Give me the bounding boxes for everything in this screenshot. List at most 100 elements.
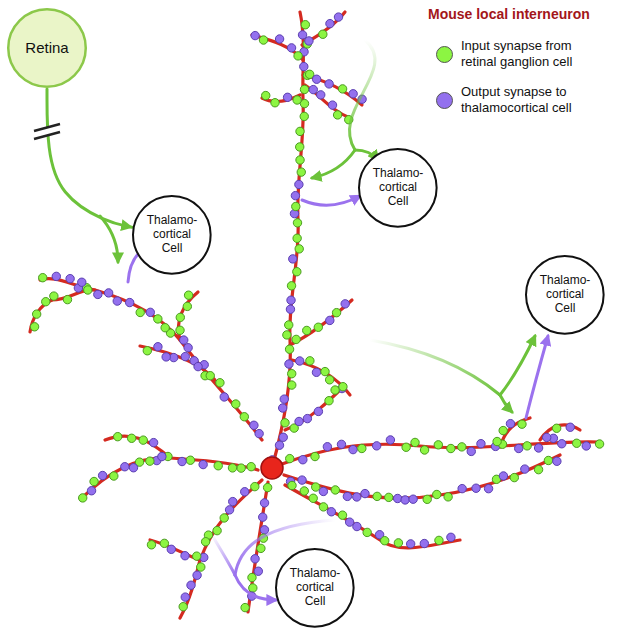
synapse-dot	[84, 286, 92, 294]
dendrite	[52, 290, 262, 440]
synapse-dot	[420, 539, 428, 547]
synapse-dot	[193, 552, 201, 560]
synapse-dot	[385, 493, 393, 501]
synapse-dot	[295, 245, 303, 253]
circle-shape	[276, 549, 354, 627]
synapse-dot	[506, 419, 514, 427]
synapse-dot	[94, 290, 102, 298]
legend: Input synapse from retinal ganglion cell…	[436, 38, 601, 130]
circle-shape	[8, 9, 86, 87]
synapse-dot	[312, 75, 320, 83]
break-mark	[34, 124, 60, 131]
synapse-dot	[251, 555, 259, 563]
synapse-dot	[334, 13, 342, 21]
synapse-dot	[323, 443, 331, 451]
synapse-dot	[288, 381, 296, 389]
synapse-dot	[283, 331, 291, 339]
synapse-dot	[325, 397, 333, 405]
input-arrow	[500, 395, 512, 412]
synapse-dot	[386, 436, 394, 444]
synapse-dot	[326, 19, 334, 27]
synapse-dot	[420, 446, 428, 454]
synapse-dot	[146, 308, 154, 316]
synapse-dot	[288, 481, 296, 489]
synapse-dot	[176, 326, 184, 334]
synapse-dot	[149, 438, 157, 446]
legend-swatch	[436, 46, 453, 63]
node-text-block: Thalamo-cortical Cell	[287, 567, 343, 608]
synapse-dot	[305, 37, 313, 45]
synapse-dot	[114, 432, 122, 440]
synapse-dots	[30, 13, 603, 612]
synapse-dot	[216, 379, 224, 387]
synapse-dot	[328, 101, 336, 109]
synapse-dot	[251, 482, 259, 490]
dendrite	[290, 300, 352, 345]
synapse-dot	[296, 127, 304, 135]
synapse-dot	[260, 526, 268, 534]
source-circle: Retina	[7, 8, 87, 88]
synapse-dot	[544, 456, 552, 464]
synapse-dot	[499, 426, 507, 434]
synapse-dot	[534, 444, 542, 452]
synapse-dot	[353, 522, 361, 530]
synapse-dot	[406, 540, 414, 548]
synapse-dot	[254, 567, 262, 575]
synapse-dot	[312, 368, 320, 376]
input-fade-line	[349, 40, 375, 150]
synapse-dot	[309, 85, 317, 93]
node-text-block: Thalamo-cortical Cell	[537, 274, 593, 315]
circle-shape	[133, 196, 211, 274]
synapse-dot	[326, 316, 334, 324]
cell-circle: Thalamo-cortical Cell	[275, 548, 355, 628]
synapse-dot	[161, 324, 169, 332]
synapse-dot	[493, 437, 501, 445]
synapse-dot	[79, 494, 87, 502]
synapse-dot	[393, 494, 401, 502]
synapse-dot	[572, 439, 580, 447]
output-arrow	[302, 196, 360, 205]
synapse-dot	[472, 484, 480, 492]
dendrite	[252, 35, 303, 60]
cell-circle: Thalamo-cortical Cell	[358, 148, 438, 228]
soma	[261, 457, 283, 479]
synapse-dot	[184, 344, 192, 352]
synapse-dot	[181, 593, 189, 601]
synapse-dot	[199, 460, 207, 468]
synapse-dot	[553, 457, 561, 465]
circle-shape	[359, 149, 437, 227]
dendrite	[285, 385, 345, 430]
synapse-dot	[121, 463, 129, 471]
synapse-dot	[271, 99, 279, 107]
synapse-dot	[510, 473, 518, 481]
synapse-dot	[380, 536, 388, 544]
synapse-dot	[287, 282, 295, 290]
synapse-dot	[125, 298, 133, 306]
node-label: Thalamo-cortical Cell	[370, 167, 426, 208]
synapse-dot	[98, 471, 106, 479]
synapse-dot	[291, 191, 299, 199]
synapse-dot	[411, 438, 419, 446]
synapse-dot	[309, 494, 317, 502]
synapse-dot	[220, 393, 228, 401]
synapse-dot	[262, 91, 270, 99]
synapse-dot	[300, 487, 308, 495]
dendrite	[284, 455, 560, 498]
synapse-dot	[286, 305, 294, 313]
synapse-dot	[255, 429, 263, 437]
synapse-dot	[292, 335, 300, 343]
synapse-dot	[39, 273, 47, 281]
synapse-dot	[293, 219, 301, 227]
synapse-dot	[394, 539, 402, 547]
synapse-dot	[296, 143, 304, 151]
synapse-dot	[181, 352, 189, 360]
synapse-dot	[521, 465, 529, 473]
synapse-dot	[275, 35, 283, 43]
synapse-dot	[401, 496, 409, 504]
dendrite	[305, 85, 350, 118]
node-label: Retina	[14, 39, 80, 56]
synapse-dot	[301, 21, 309, 29]
synapse-dot	[240, 413, 248, 421]
break-gap	[34, 124, 60, 139]
synapse-dot	[319, 503, 327, 511]
